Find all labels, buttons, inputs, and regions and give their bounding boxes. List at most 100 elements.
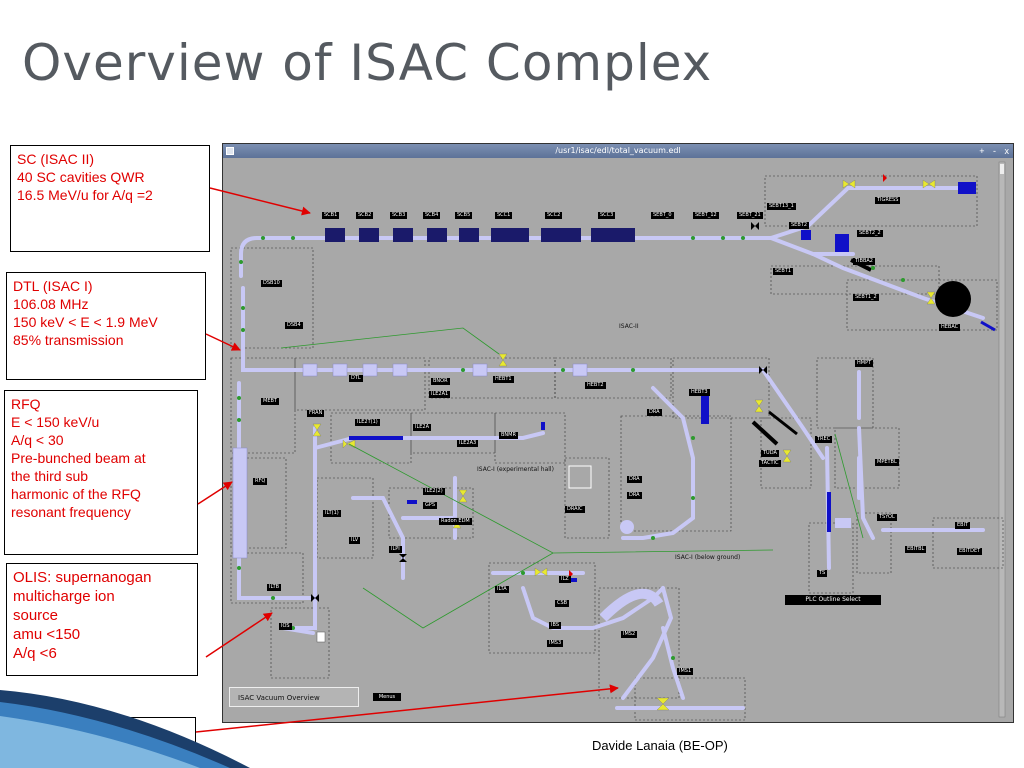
section-label-scc2[interactable]: SCC2 — [545, 212, 563, 219]
section-label-ile2t[interactable]: ILE2T(1) — [355, 419, 380, 426]
section-label-sebt12[interactable]: SEBT_12 — [693, 212, 719, 219]
callout-dtl-line: 150 keV < E < 1.9 MeV — [13, 314, 158, 330]
section-label-scc1[interactable]: SCC1 — [495, 212, 513, 219]
section-label-hebac[interactable]: HEBAC — [939, 324, 961, 331]
section-label-ilta[interactable]: ILTA — [495, 586, 509, 593]
area-arrows — [280, 327, 864, 629]
section-label-hmpt[interactable]: HMPT — [855, 360, 874, 367]
callout-olis-line: amu <150 — [13, 626, 81, 643]
section-label-scc3[interactable]: SCC3 — [598, 212, 616, 219]
section-label-tigress[interactable]: TIGRESS — [875, 197, 901, 204]
section-label-ebit[interactable]: EBIT — [955, 522, 971, 529]
callout-dtl: DTL (ISAC I) 106.08 MHz 150 keV < E < 1.… — [6, 272, 206, 380]
slide-footer: Davide Lanaia (BE-OP) — [592, 738, 728, 753]
overview-title-box: ISAC Vacuum Overview — [229, 687, 359, 707]
section-label-dra2[interactable]: DRA — [627, 476, 642, 483]
section-label-csb[interactable]: CSB — [555, 600, 570, 607]
callout-rfq-line: resonant frequency — [11, 504, 131, 520]
callout-rfq-line: Pre-bunched beam at — [11, 450, 146, 466]
section-label-dra3[interactable]: DRA — [627, 492, 642, 499]
section-label-sebt22[interactable]: SEBT2_2 — [857, 230, 883, 237]
callout-dtl-line: 106.08 MHz — [13, 296, 89, 312]
section-label-draic[interactable]: DRAIC — [565, 506, 585, 513]
section-label-sebt1[interactable]: SEBT1 — [773, 268, 793, 275]
section-label-hebt1[interactable]: HEBT1 — [493, 376, 514, 383]
section-label-dsb4[interactable]: DSB4 — [285, 322, 303, 329]
slide-title: Overview of ISAC Complex — [22, 34, 713, 92]
section-label-scb3[interactable]: SCB3 — [390, 212, 408, 219]
section-label-radon-edm[interactable]: Radon EDM — [439, 518, 472, 525]
section-label-ile2a[interactable]: ILE2A — [413, 424, 432, 431]
area-isac1-below-label: ISAC-I (below ground) — [675, 554, 741, 561]
scrollbar-thumb[interactable] — [1000, 164, 1004, 174]
section-label-fran[interactable]: FRAN — [307, 410, 325, 417]
section-label-tuda[interactable]: TUDA — [761, 450, 779, 457]
menus-button[interactable]: Menus — [373, 693, 401, 701]
red-marker — [883, 174, 887, 182]
callout-olis-line: source — [13, 607, 59, 624]
section-label-scb1[interactable]: SCB1 — [322, 212, 340, 219]
section-label-ilv[interactable]: ILV — [349, 537, 361, 544]
section-label-hebt3[interactable]: HEBT3 — [689, 389, 710, 396]
section-label-sebt0[interactable]: SEBT_0 — [651, 212, 674, 219]
section-label-scb2[interactable]: SCB2 — [356, 212, 374, 219]
close-button[interactable]: x — [1004, 146, 1010, 156]
callout-rfq-line: RFQ — [11, 396, 41, 412]
section-label-ilz[interactable]: ILZ — [559, 576, 571, 583]
sc-cryomodules — [325, 228, 635, 242]
section-label-dsb10[interactable]: DSB10 — [261, 280, 282, 287]
section-label-dra[interactable]: DRA — [647, 409, 662, 416]
minimize-button[interactable]: - — [992, 146, 996, 156]
section-label-bnor[interactable]: BNOR — [431, 378, 450, 385]
slide-decoration — [0, 690, 250, 768]
section-label-tsyol[interactable]: TSYOL — [877, 514, 897, 521]
plc-outline-select-button[interactable]: PLC Outline Select — [785, 595, 881, 605]
section-label-rfq[interactable]: RFQ — [253, 478, 268, 485]
section-label-hebt2[interactable]: HEBT2 — [585, 382, 606, 389]
section-label-mpetbl[interactable]: MPETBL — [875, 459, 899, 466]
vacuum-overview-window: /usr1/isac/edl/total_vacuum.edl + - x — [222, 143, 1014, 723]
section-label-ios[interactable]: IOS — [279, 623, 292, 630]
section-label-ile2a3[interactable]: ILE2A3 — [457, 440, 479, 447]
section-label-gps[interactable]: GPS — [423, 502, 438, 509]
section-label-iltb[interactable]: ILTB — [267, 584, 282, 591]
section-label-ile2a1[interactable]: ILE2A1 — [429, 391, 451, 398]
section-label-ebitdet[interactable]: EBITDET — [957, 548, 983, 555]
section-label-bnmr[interactable]: BNMR — [499, 432, 518, 439]
dtl-segments — [302, 363, 588, 377]
section-label-dtl[interactable]: DTL — [349, 375, 363, 382]
section-label-ims2[interactable]: IMS2 — [621, 631, 638, 638]
tactic-element — [768, 410, 798, 436]
section-label-ebitbl[interactable]: EBITBL — [905, 546, 927, 553]
dra-chamber — [620, 520, 634, 534]
section-label-sebt13[interactable]: SEBT13_1 — [767, 203, 796, 210]
section-label-ts[interactable]: TS — [817, 570, 828, 577]
section-label-ilt[interactable]: ILT(1) — [323, 510, 341, 517]
section-label-tactic[interactable]: TACTIC — [759, 460, 781, 467]
section-label-ibs[interactable]: IBS — [549, 622, 561, 629]
section-label-ims3[interactable]: IMS3 — [547, 640, 564, 647]
section-label-tibba2[interactable]: TIBBA2 — [853, 258, 875, 265]
vertical-scrollbar[interactable] — [998, 161, 1006, 718]
hebac-chamber — [935, 281, 971, 317]
section-label-mebt[interactable]: MEBT — [261, 398, 279, 405]
ios-box — [316, 631, 326, 643]
section-label-sebt2[interactable]: SEBT2 — [789, 222, 809, 229]
maximize-button[interactable]: + — [979, 146, 985, 156]
callout-rfq-line: E < 150 keV/u — [11, 414, 100, 430]
section-label-scb5[interactable]: SCB5 — [455, 212, 473, 219]
section-label-ilpi[interactable]: ILPI — [389, 546, 402, 553]
black-valves — [311, 222, 767, 602]
section-label-trec[interactable]: TREC — [815, 436, 833, 443]
section-label-ims1[interactable]: IMS1 — [677, 668, 694, 675]
section-label-ile2[interactable]: ILE2(2) — [423, 488, 445, 495]
window-controls: + - x — [973, 144, 1009, 158]
section-label-sebt21[interactable]: SEBT_21 — [737, 212, 763, 219]
callout-rfq-line: harmonic of the RFQ — [11, 486, 141, 502]
section-label-scb4[interactable]: SCB4 — [423, 212, 441, 219]
area-isac2-label: ISAC-II — [619, 323, 639, 330]
ts-chamber — [835, 518, 851, 528]
window-menu-button[interactable] — [226, 147, 234, 155]
area-isac1-hall-label: ISAC-I (experimental hall) — [477, 466, 554, 473]
section-label-sebt12b[interactable]: SEBT1_2 — [853, 294, 879, 301]
